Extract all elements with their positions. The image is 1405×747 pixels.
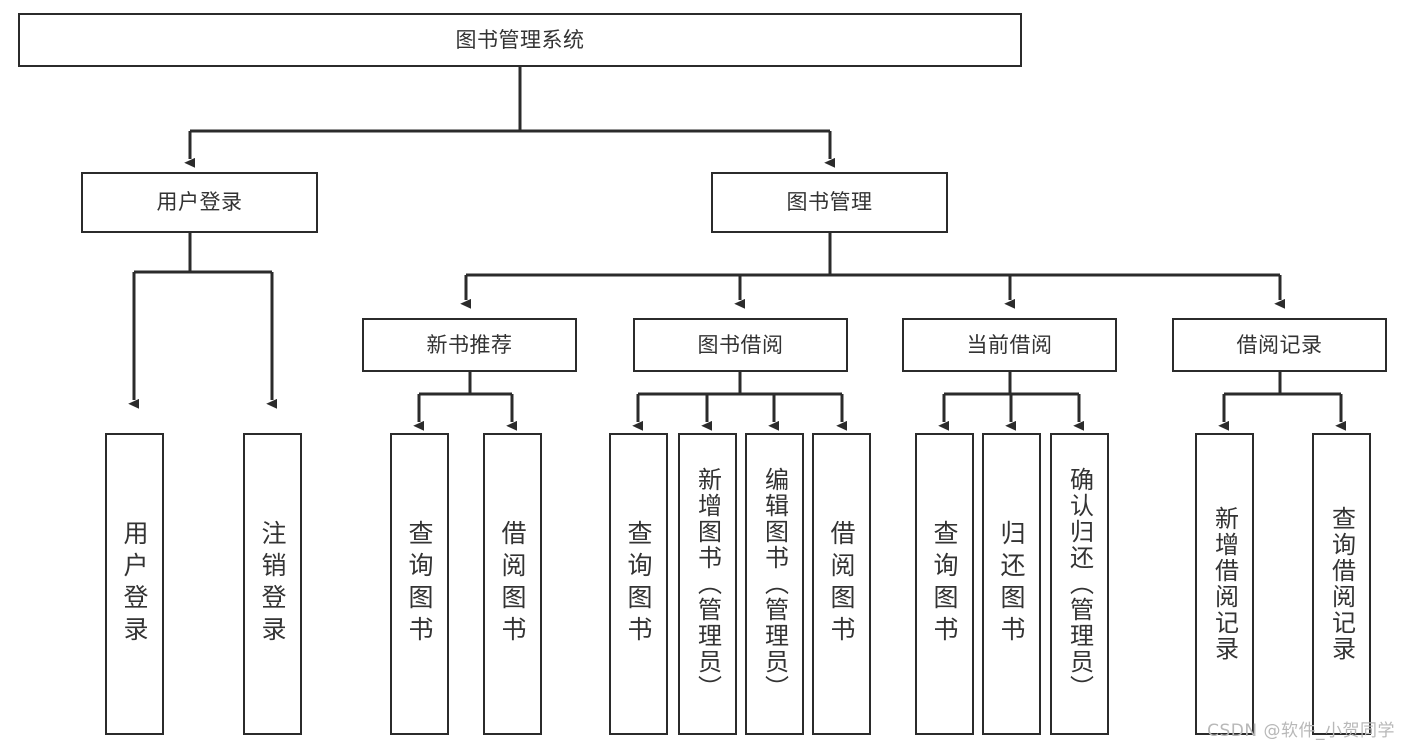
node-book-management-label: 图书管理	[786, 190, 873, 214]
node-leaf-query-book-2-label: 查询图书	[624, 520, 653, 648]
node-leaf-add-borrow-record[interactable]: 新增借阅记录	[1195, 433, 1254, 735]
node-leaf-borrow-book-1-label: 借阅图书	[498, 520, 527, 648]
node-leaf-borrow-book-2[interactable]: 借阅图书	[812, 433, 871, 735]
node-leaf-add-borrow-record-label: 新增借阅记录	[1210, 506, 1239, 662]
node-leaf-borrow-book-1[interactable]: 借阅图书	[483, 433, 542, 735]
node-leaf-add-book[interactable]: 新增图书（管理员）	[678, 433, 737, 735]
node-user-login[interactable]: 用户登录	[81, 172, 318, 233]
node-book-borrow-label: 图书借阅	[697, 332, 784, 357]
node-leaf-add-book-label: 新增图书（管理员）	[693, 467, 722, 701]
node-leaf-user-login-label: 用户登录	[120, 520, 149, 648]
node-leaf-confirm-return[interactable]: 确认归还（管理员）	[1050, 433, 1109, 735]
node-leaf-confirm-return-label: 确认归还（管理员）	[1065, 467, 1094, 701]
node-leaf-edit-book-label: 编辑图书（管理员）	[760, 467, 789, 701]
node-leaf-query-book-1-label: 查询图书	[405, 520, 434, 648]
node-leaf-query-borrow-record[interactable]: 查询借阅记录	[1312, 433, 1371, 735]
node-leaf-query-book-3[interactable]: 查询图书	[915, 433, 974, 735]
node-leaf-user-logout-label: 注销登录	[258, 520, 287, 648]
node-leaf-borrow-book-2-label: 借阅图书	[827, 520, 856, 648]
node-new-book-recommend[interactable]: 新书推荐	[362, 318, 577, 372]
node-root[interactable]: 图书管理系统	[18, 13, 1022, 67]
node-new-book-recommend-label: 新书推荐	[426, 332, 513, 357]
node-book-borrow[interactable]: 图书借阅	[633, 318, 848, 372]
node-borrow-records[interactable]: 借阅记录	[1172, 318, 1387, 372]
node-current-borrow-label: 当前借阅	[966, 332, 1053, 357]
node-leaf-query-book-2[interactable]: 查询图书	[609, 433, 668, 735]
node-leaf-edit-book[interactable]: 编辑图书（管理员）	[745, 433, 804, 735]
node-leaf-query-borrow-record-label: 查询借阅记录	[1327, 506, 1356, 662]
node-leaf-user-logout[interactable]: 注销登录	[243, 433, 302, 735]
node-leaf-return-book-label: 归还图书	[997, 520, 1026, 648]
node-current-borrow[interactable]: 当前借阅	[902, 318, 1117, 372]
node-leaf-query-book-1[interactable]: 查询图书	[390, 433, 449, 735]
node-user-login-label: 用户登录	[156, 190, 243, 214]
node-book-management[interactable]: 图书管理	[711, 172, 948, 233]
node-root-label: 图书管理系统	[455, 27, 585, 52]
node-leaf-user-login[interactable]: 用户登录	[105, 433, 164, 735]
node-borrow-records-label: 借阅记录	[1236, 332, 1323, 357]
node-leaf-return-book[interactable]: 归还图书	[982, 433, 1041, 735]
node-leaf-query-book-3-label: 查询图书	[930, 520, 959, 648]
